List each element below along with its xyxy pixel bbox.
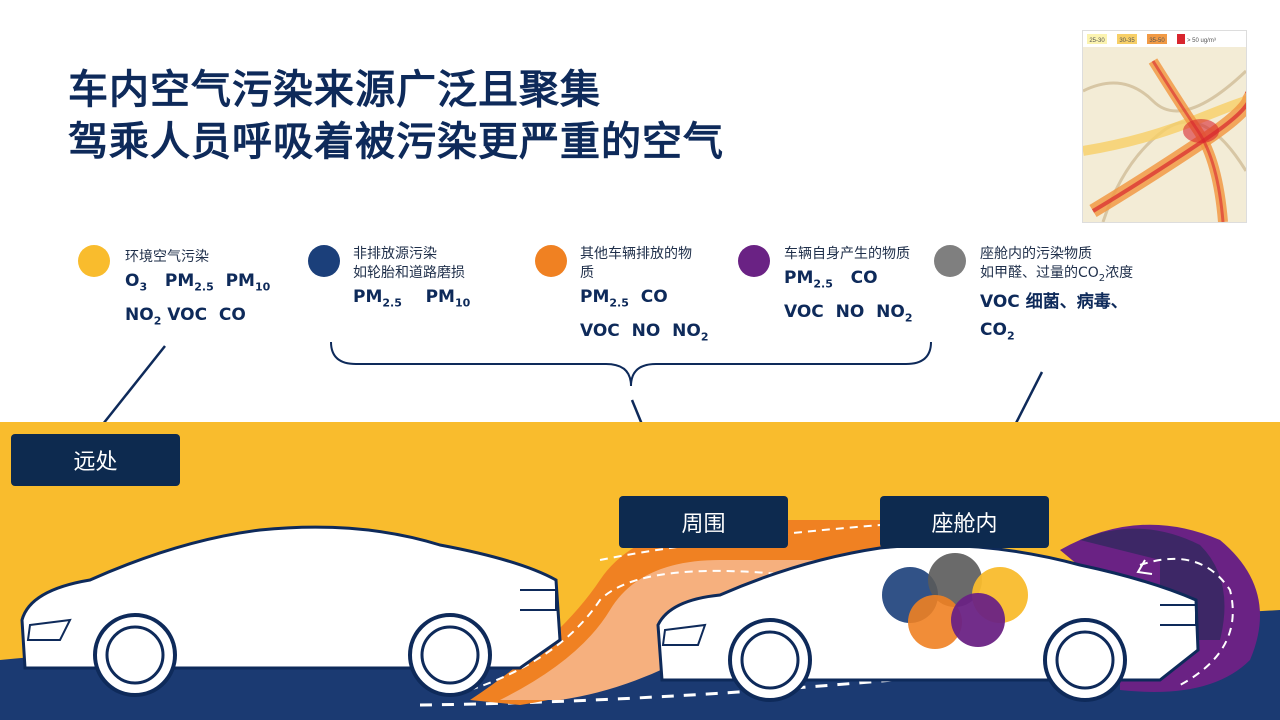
map-legend-4: > 50 ug/m³ (1187, 38, 1216, 44)
car-left-front-hub (105, 625, 165, 685)
bubble-gray (928, 553, 982, 607)
source-own-vehicle: 车辆自身产生的物质 PM2.5 CO VOC NO NO2 (784, 245, 912, 333)
source-cabin: 座舱内的污染物质 如甲醛、过量的CO2浓度 VOC 细菌、病毒、 CO2 (980, 245, 1133, 350)
map-legend-3: 35-50 (1149, 38, 1165, 44)
pollution-map-image: 25-30 30-35 35-50 > 50 ug/m³ (1082, 30, 1247, 223)
source-ambient-title: 环境空气污染 (125, 249, 209, 265)
source-other-vehicles-title-1: 其他车辆排放的物 (580, 246, 692, 262)
source-non-exhaust-title: 非排放源污染 (353, 246, 437, 262)
source-other-vehicles-chem-2: VOC NO NO2 (580, 321, 709, 344)
car-right-rear-hub (1055, 630, 1115, 690)
source-cabin-title: 座舱内的污染物质 (980, 246, 1092, 262)
source-own-vehicle-chem-1: PM2.5 CO (784, 268, 878, 291)
connector-far (102, 345, 166, 425)
source-dot-own-vehicle (738, 245, 770, 277)
bubble-orange (908, 595, 962, 649)
car-left-rear-hub (420, 625, 480, 685)
car-right-front-hub (740, 630, 800, 690)
map-legend-2: 30-35 (1119, 38, 1135, 44)
car-left-taillight (520, 589, 557, 611)
source-non-exhaust-desc: 如轮胎和道路磨损 (353, 265, 465, 281)
label-around: 周围 (619, 496, 788, 548)
label-far: 远处 (11, 434, 180, 486)
title-line-2: 驾乘人员呼吸着被污染更严重的空气 (68, 119, 724, 165)
source-own-vehicle-title: 车辆自身产生的物质 (784, 246, 910, 262)
source-own-vehicle-chem-2: VOC NO NO2 (784, 302, 913, 325)
source-ambient-chem-1: O3 PM2.5 PM10 (125, 271, 271, 294)
page-title: 车内空气污染来源广泛且聚集 驾乘人员呼吸着被污染更严重的空气 (68, 64, 948, 168)
source-other-vehicles-chem-1: PM2.5 CO (580, 287, 668, 310)
swirl-arrow (1136, 559, 1153, 575)
label-cabin: 座舱内 (880, 496, 1049, 548)
source-dot-non-exhaust (308, 245, 340, 277)
source-other-vehicles: 其他车辆排放的物 质 PM2.5 CO VOC NO NO2 (580, 245, 708, 352)
source-non-exhaust: 非排放源污染 如轮胎和道路磨损 PM2.5 PM10 (353, 245, 470, 317)
car-right-taillight (1160, 604, 1197, 626)
source-ambient-chem-2: NO2 VOC CO (125, 305, 246, 328)
source-other-vehicles-title-2: 质 (580, 265, 594, 281)
car-right-headlight (661, 623, 707, 646)
title-line-1: 车内空气污染来源广泛且聚集 (68, 67, 601, 113)
source-dot-cabin (934, 245, 966, 277)
source-dot-ambient (78, 245, 110, 277)
source-ambient: 环境空气污染 O3 PM2.5 PM10 NO2 VOC CO (125, 248, 270, 336)
swirl-dashes (1139, 557, 1234, 686)
source-non-exhaust-chem-1: PM2.5 PM10 (353, 287, 471, 310)
curly-brace (330, 341, 932, 387)
source-cabin-chem-2: CO2 (980, 319, 1015, 343)
source-cabin-chem-1: VOC 细菌、病毒、 (980, 291, 1128, 312)
car-left-headlight (26, 618, 72, 641)
source-dot-other-vehicles (535, 245, 567, 277)
map-legend-1: 25-30 (1089, 38, 1105, 44)
bubble-purple (951, 593, 1005, 647)
source-cabin-desc: 如甲醛、过量的CO2浓度 (980, 265, 1134, 284)
